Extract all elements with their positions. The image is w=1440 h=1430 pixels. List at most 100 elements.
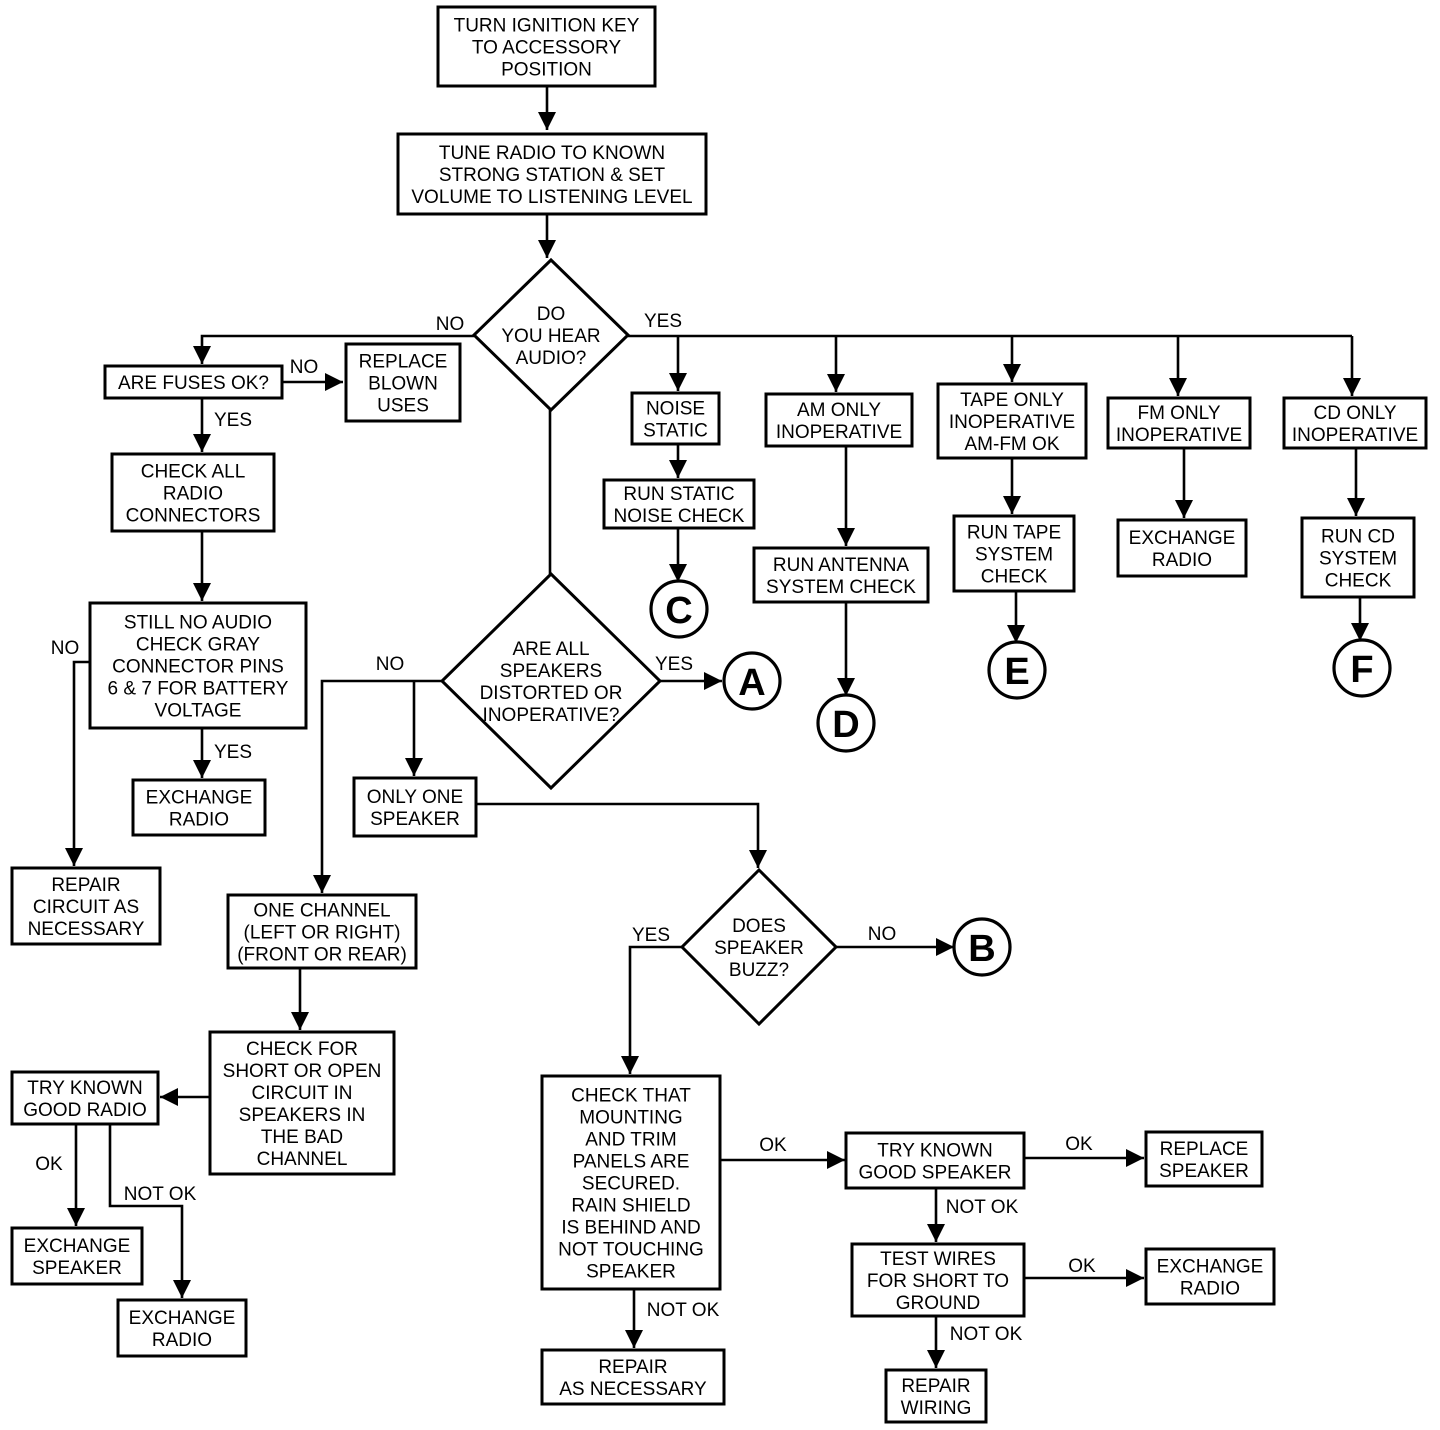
still-no-audio-box-line-5: VOLTAGE bbox=[155, 701, 242, 722]
edge-label-test-wires-ok: OK bbox=[1068, 1256, 1096, 1277]
am-only-box-shape bbox=[764, 392, 914, 448]
check-mounting-box-line-1: CHECK THAT bbox=[571, 1086, 691, 1107]
replace-blown-box-line-2: BLOWN bbox=[368, 374, 438, 395]
connector-a-label: A bbox=[738, 662, 765, 704]
run-tape-box-line-1: RUN TAPE bbox=[967, 523, 1061, 544]
exchange-radio-box-4-line-1: EXCHANGE bbox=[1157, 1257, 1264, 1278]
still-no-audio-box-line-4: 6 & 7 FOR BATTERY bbox=[108, 679, 289, 700]
exchange-radio-box-1-shape bbox=[131, 778, 267, 837]
noise-static-box-line-2: STATIC bbox=[643, 421, 708, 442]
turn-ignition-box-shape bbox=[436, 5, 657, 88]
replace-blown-box-shape bbox=[344, 342, 462, 423]
run-antenna-box-shape bbox=[752, 546, 930, 604]
connector-d: D bbox=[816, 693, 876, 753]
exchange-speaker-box-line-1: EXCHANGE bbox=[24, 1236, 131, 1257]
connector-e: E bbox=[987, 640, 1047, 700]
test-wires-box-line-1: TEST WIRES bbox=[880, 1249, 996, 1270]
connector-b: B bbox=[952, 917, 1012, 977]
exchange-radio-box-2-shape bbox=[1116, 518, 1248, 578]
edge-label-buzz-yes: YES bbox=[632, 925, 670, 946]
connector-a: A bbox=[722, 651, 782, 711]
check-short-box-line-6: CHANNEL bbox=[257, 1149, 348, 1170]
check-connectors-box-shape bbox=[110, 452, 276, 533]
speaker-buzz-decision-line-1: DOES bbox=[732, 916, 786, 937]
edge-label-buzz-no: NO bbox=[868, 924, 897, 945]
tape-only-box-line-1: TAPE ONLY bbox=[960, 390, 1064, 411]
speaker-buzz-decision-shape bbox=[679, 867, 839, 1027]
tune-radio-box-line-3: VOLUME TO LISTENING LEVEL bbox=[411, 187, 692, 208]
flow-lines bbox=[65, 86, 1369, 1368]
exchange-radio-box-2-line-2: RADIO bbox=[1152, 550, 1212, 571]
edge-label-still-no: NO bbox=[51, 638, 80, 659]
only-one-speaker-box-shape bbox=[352, 776, 478, 838]
fm-only-box-line-1: FM ONLY bbox=[1137, 403, 1220, 424]
all-speakers-decision-line-1: ARE ALL bbox=[512, 639, 589, 660]
edge-buzz-yes bbox=[621, 945, 682, 1074]
one-channel-box: ONE CHANNEL(LEFT OR RIGHT)(FRONT OR REAR… bbox=[226, 893, 418, 970]
try-known-speaker-box-shape bbox=[844, 1131, 1026, 1190]
check-short-box-line-3: CIRCUIT IN bbox=[252, 1083, 353, 1104]
tune-radio-box-shape bbox=[396, 132, 708, 216]
exchange-radio-box-4-line-2: RADIO bbox=[1180, 1279, 1240, 1300]
exchange-radio-box-3-line-2: RADIO bbox=[152, 1330, 212, 1351]
connector-c: C bbox=[649, 579, 709, 639]
try-known-speaker-box-line-2: GOOD SPEAKER bbox=[858, 1163, 1011, 1184]
try-known-radio-box-line-1: TRY KNOWN bbox=[27, 1078, 142, 1099]
fm-only-box-shape bbox=[1106, 396, 1252, 450]
edge-label-try-speaker-ok: OK bbox=[1065, 1134, 1093, 1155]
run-cd-box-line-3: CHECK bbox=[1325, 571, 1392, 592]
edge-label-still-yes: YES bbox=[214, 742, 252, 763]
cd-only-box-shape bbox=[1282, 396, 1428, 450]
check-mounting-box-line-8: NOT TOUCHING bbox=[558, 1240, 704, 1261]
repair-circuit-box-shape bbox=[10, 866, 162, 946]
test-wires-box-line-3: GROUND bbox=[896, 1293, 980, 1314]
try-known-speaker-box-line-1: TRY KNOWN bbox=[877, 1141, 992, 1162]
check-mounting-box-line-4: PANELS ARE bbox=[573, 1152, 690, 1173]
hear-audio-decision-line-1: DO bbox=[537, 304, 566, 325]
connector-b-label: B bbox=[968, 928, 995, 970]
repair-as-necessary-box-line-1: REPAIR bbox=[598, 1357, 667, 1378]
edge-label-test-wires-not-ok: NOT OK bbox=[950, 1324, 1023, 1345]
repair-circuit-box-line-3: NECESSARY bbox=[28, 919, 145, 940]
exchange-radio-box-3-line-1: EXCHANGE bbox=[129, 1308, 236, 1329]
try-known-radio-box-shape bbox=[10, 1070, 160, 1126]
run-tape-box-shape bbox=[952, 514, 1076, 593]
still-no-audio-box-line-3: CONNECTOR PINS bbox=[112, 657, 284, 678]
run-tape-box-line-3: CHECK bbox=[981, 567, 1048, 588]
check-mounting-box-line-7: IS BEHIND AND bbox=[561, 1218, 700, 1239]
run-static-box-shape bbox=[602, 478, 756, 530]
replace-blown-box-line-3: USES bbox=[377, 396, 429, 417]
check-connectors-box-line-1: CHECK ALL bbox=[141, 462, 246, 483]
edge-label-try-radio-not-ok: NOT OK bbox=[124, 1184, 197, 1205]
hear-audio-decision-shape bbox=[471, 257, 631, 413]
repair-circuit-box-line-2: CIRCUIT AS bbox=[33, 897, 139, 918]
check-mounting-box-line-6: RAIN SHIELD bbox=[571, 1196, 690, 1217]
exchange-radio-box-4-shape bbox=[1144, 1247, 1276, 1306]
tape-only-box-shape bbox=[936, 382, 1088, 460]
all-speakers-decision-shape bbox=[439, 571, 663, 791]
fuses-ok-box-line-1: ARE FUSES OK? bbox=[118, 373, 269, 394]
test-wires-box-line-2: FOR SHORT TO bbox=[867, 1271, 1009, 1292]
all-speakers-decision-line-2: SPEAKERS bbox=[500, 661, 602, 682]
speaker-buzz-decision-line-3: BUZZ? bbox=[729, 960, 789, 981]
edge-speakers-no bbox=[313, 679, 442, 893]
check-mounting-box-line-5: SECURED. bbox=[582, 1174, 680, 1195]
replace-blown-box-line-1: REPLACE bbox=[359, 352, 448, 373]
edge-label-try-speaker-not-ok: NOT OK bbox=[946, 1197, 1019, 1218]
check-short-box-line-2: SHORT OR OPEN bbox=[223, 1061, 382, 1082]
all-speakers-decision-line-3: DISTORTED OR bbox=[480, 683, 623, 704]
exchange-radio-box-2-line-1: EXCHANGE bbox=[1129, 528, 1236, 549]
